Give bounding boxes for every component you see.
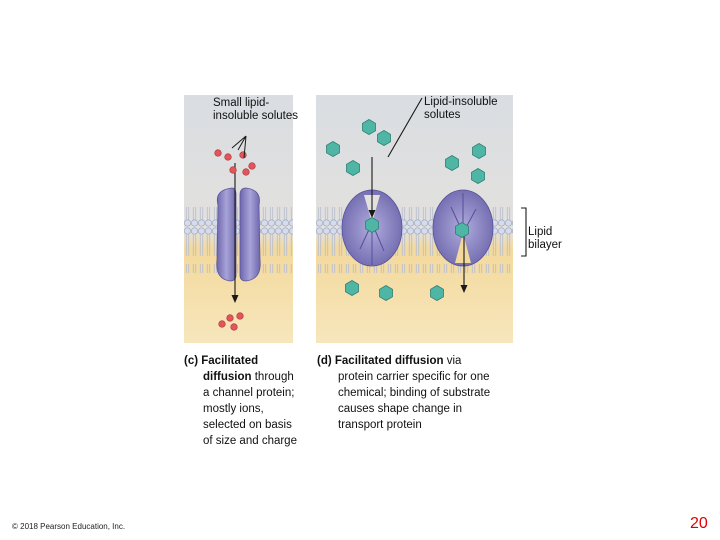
caption-d-line2: protein carrier specific for one bbox=[338, 371, 490, 383]
copyright-notice: © 2018 Pearson Education, Inc. bbox=[12, 522, 126, 531]
caption-c-line2: a channel protein; bbox=[203, 387, 295, 399]
caption-c-tag2: diffusion bbox=[203, 371, 252, 383]
caption-c-line1: through bbox=[251, 371, 294, 383]
caption-d-line1: via bbox=[443, 355, 462, 367]
arrow-head bbox=[231, 295, 239, 303]
small-solute-particle bbox=[248, 162, 256, 170]
insoluble-solutes-label: Lipid-insoluble solutes bbox=[424, 96, 498, 121]
small-solutes bbox=[214, 149, 256, 331]
large-solute-particle bbox=[362, 119, 376, 135]
caption-c-line5: of size and charge bbox=[203, 435, 297, 447]
small-solute-particle bbox=[214, 149, 222, 157]
small-solute-particle bbox=[224, 153, 232, 161]
large-solute-particle bbox=[326, 141, 340, 157]
small-solute-particle bbox=[218, 320, 226, 328]
carrier-protein-panel bbox=[316, 95, 513, 343]
caption-carrier: (d) Facilitated diffusion via protein ca… bbox=[317, 353, 517, 433]
small-solute-particle bbox=[229, 166, 237, 174]
caption-c-line4: selected on basis bbox=[203, 419, 292, 431]
lipid-bilayer-label: Lipid bilayer bbox=[528, 226, 562, 251]
large-solutes bbox=[326, 119, 486, 301]
large-solute-particle bbox=[346, 160, 360, 176]
small-solute-particle bbox=[239, 151, 247, 159]
caption-d-tag: (d) Facilitated diffusion bbox=[317, 355, 444, 367]
channel-protein bbox=[216, 187, 261, 282]
bilayer-bracket bbox=[521, 207, 527, 257]
large-solute-particle bbox=[471, 168, 485, 184]
large-solute-particle bbox=[345, 280, 359, 296]
small-solute-particle bbox=[226, 314, 234, 322]
small-solute-particle bbox=[236, 312, 244, 320]
channel-protein-diagram bbox=[184, 95, 293, 343]
large-solute-particle bbox=[430, 285, 444, 301]
large-solute-particle bbox=[377, 130, 391, 146]
large-solute-particle bbox=[455, 222, 469, 238]
insoluble-label-pointer bbox=[387, 97, 423, 158]
small-solute-particle bbox=[230, 323, 238, 331]
channel-protein-panel bbox=[184, 95, 293, 343]
small-solutes-label: Small lipid-insoluble solutes bbox=[213, 97, 299, 122]
caption-d-line4: causes shape change in bbox=[338, 403, 463, 415]
caption-d-line3: chemical; binding of substrate bbox=[338, 387, 491, 399]
page-number: 20 bbox=[690, 515, 708, 532]
caption-d-line5: transport protein bbox=[338, 419, 422, 431]
caption-c-tag: (c) Facilitated bbox=[184, 355, 259, 367]
lipid-bilayer bbox=[184, 207, 293, 273]
large-solute-particle bbox=[445, 155, 459, 171]
large-solute-particle bbox=[379, 285, 393, 301]
large-solute-particle bbox=[365, 217, 379, 233]
small-solute-particle bbox=[242, 168, 250, 176]
caption-c-line3: mostly ions, bbox=[203, 403, 264, 415]
caption-channel: (c) Facilitated diffusion through a chan… bbox=[184, 353, 319, 449]
carrier-protein-diagram bbox=[316, 95, 513, 343]
large-solute-particle bbox=[472, 143, 486, 159]
small-solutes-pointer bbox=[231, 135, 247, 159]
